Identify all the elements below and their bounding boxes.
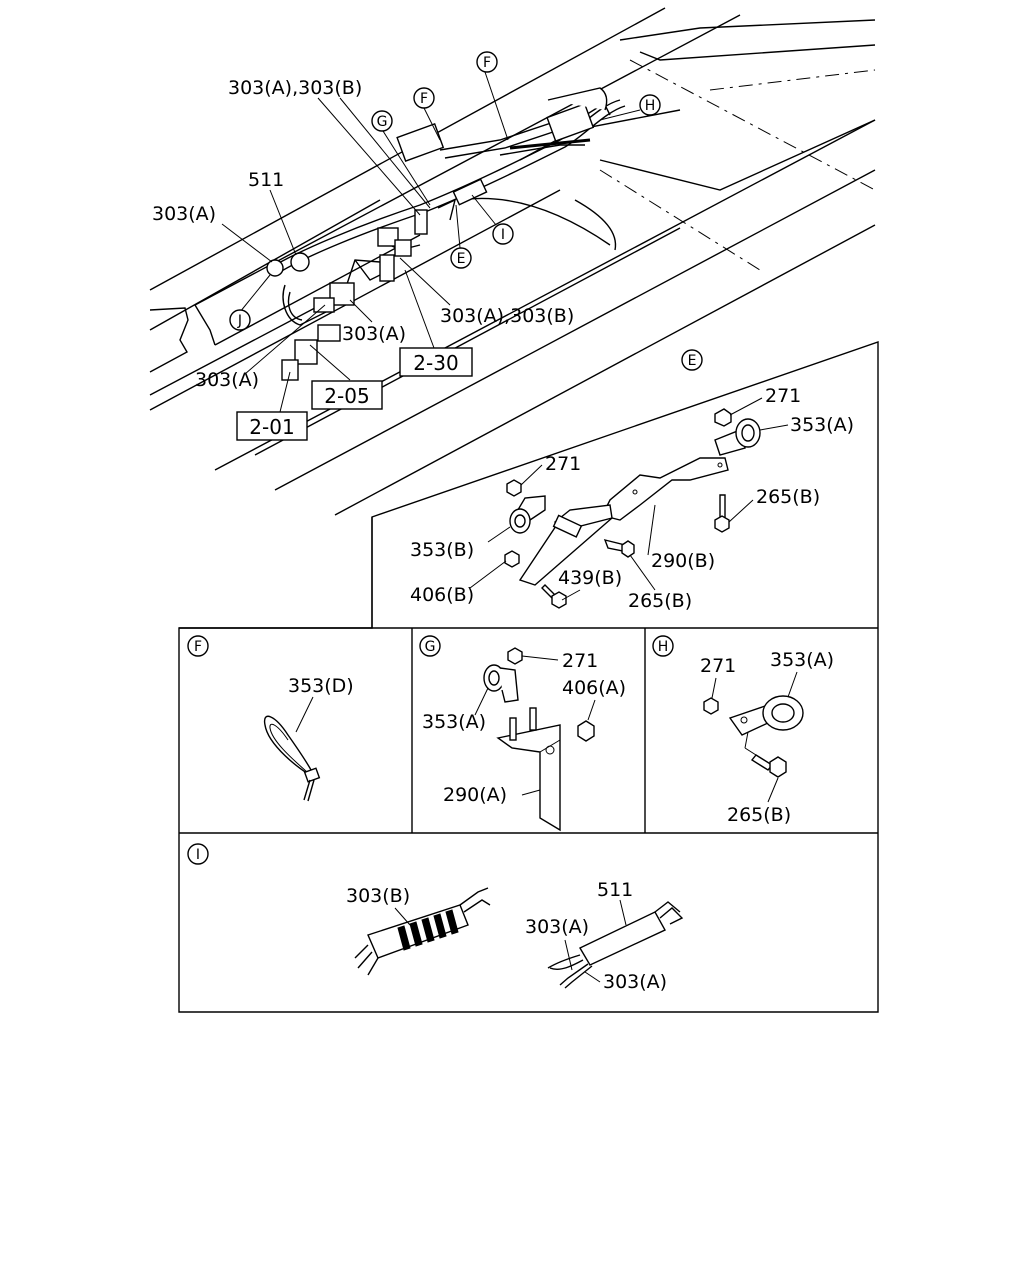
- label-439b: 439(B): [558, 567, 622, 589]
- panel-f-letter: F: [187, 635, 209, 657]
- main-components: [266, 87, 608, 381]
- svg-text:E: E: [688, 353, 697, 369]
- label-265b-right: 265(B): [756, 486, 820, 508]
- label-271-h: 271: [700, 655, 736, 677]
- panel-h: H 271 353(A) 265(B): [652, 635, 834, 826]
- svg-text:2-01: 2-01: [249, 415, 294, 439]
- svg-text:G: G: [425, 639, 436, 655]
- ref-box-2-05[interactable]: 2-05: [311, 380, 383, 410]
- label-353a-h: 353(A): [770, 649, 834, 671]
- panel-g-letter: G: [419, 635, 441, 657]
- svg-text:2-30: 2-30: [413, 351, 458, 375]
- svg-text:I: I: [196, 847, 200, 863]
- frame-rails: [149, 7, 876, 516]
- panel-e-letter: E: [681, 349, 703, 371]
- main-callouts: F F G H I E J: [229, 51, 661, 331]
- panel-i-letter: I: [187, 843, 209, 865]
- panel-h-letter: H: [652, 635, 674, 657]
- svg-text:E: E: [457, 251, 466, 267]
- label-303ab-top: 303(A),303(B): [228, 77, 362, 99]
- label-303ab-mid: 303(A),303(B): [440, 305, 574, 327]
- panel-f: F 353(D): [187, 635, 354, 802]
- label-303a-i-2: 303(A): [603, 971, 667, 993]
- svg-text:2-05: 2-05: [324, 384, 369, 408]
- ref-box-2-01[interactable]: 2-01: [236, 411, 308, 441]
- label-271-top: 271: [765, 385, 801, 407]
- svg-text:G: G: [377, 114, 388, 130]
- panel-g: G 271 406(A) 353(A) 290(A): [419, 635, 626, 832]
- label-406b: 406(B): [410, 584, 474, 606]
- main-labels: 303(A),303(B) 511 303(A) 303(A) 303(A) 3…: [152, 77, 574, 391]
- label-303a-bottom: 303(A): [195, 369, 259, 391]
- label-290b: 290(B): [651, 550, 715, 572]
- main-leaders: [221, 71, 641, 413]
- label-303b-i: 303(B): [346, 885, 410, 907]
- callout-f-top: F: [476, 51, 498, 73]
- label-406a: 406(A): [562, 677, 626, 699]
- tape-stripes: [397, 909, 459, 951]
- callout-e: E: [450, 247, 472, 269]
- svg-text:F: F: [483, 55, 491, 71]
- label-271-g: 271: [562, 650, 598, 672]
- label-353a-g: 353(A): [422, 711, 486, 733]
- callout-f-left: F: [413, 87, 435, 109]
- label-290a: 290(A): [443, 784, 507, 806]
- label-303a-mid: 303(A): [342, 323, 406, 345]
- label-303a-left: 303(A): [152, 203, 216, 225]
- ref-box-2-30[interactable]: 2-30: [399, 347, 473, 377]
- detail-panels-frame: [178, 341, 879, 1013]
- label-511-i: 511: [597, 879, 633, 901]
- label-353a-e: 353(A): [790, 414, 854, 436]
- svg-text:I: I: [501, 227, 505, 243]
- callout-j: J: [229, 309, 251, 331]
- panel-i: I 303(B) 511 303(A) 303(A): [187, 843, 684, 993]
- label-353d: 353(D): [288, 675, 354, 697]
- svg-text:H: H: [645, 98, 656, 114]
- label-303a-i-1: 303(A): [525, 916, 589, 938]
- label-265b-bottom: 265(B): [628, 590, 692, 612]
- label-511-top: 511: [248, 169, 284, 191]
- callout-i: I: [492, 223, 514, 245]
- label-353b: 353(B): [410, 539, 474, 561]
- label-271-mid: 271: [545, 453, 581, 475]
- callout-h: H: [639, 94, 661, 116]
- label-265b-h: 265(B): [727, 804, 791, 826]
- callout-g: G: [371, 110, 393, 132]
- svg-text:F: F: [194, 639, 202, 655]
- reference-boxes: 2-30 2-05 2-01: [236, 347, 473, 441]
- panel-e: E 271 353(A) 271 265(B) 353(B): [410, 349, 854, 612]
- svg-text:F: F: [420, 91, 428, 107]
- svg-text:J: J: [237, 313, 242, 329]
- svg-text:H: H: [658, 639, 669, 655]
